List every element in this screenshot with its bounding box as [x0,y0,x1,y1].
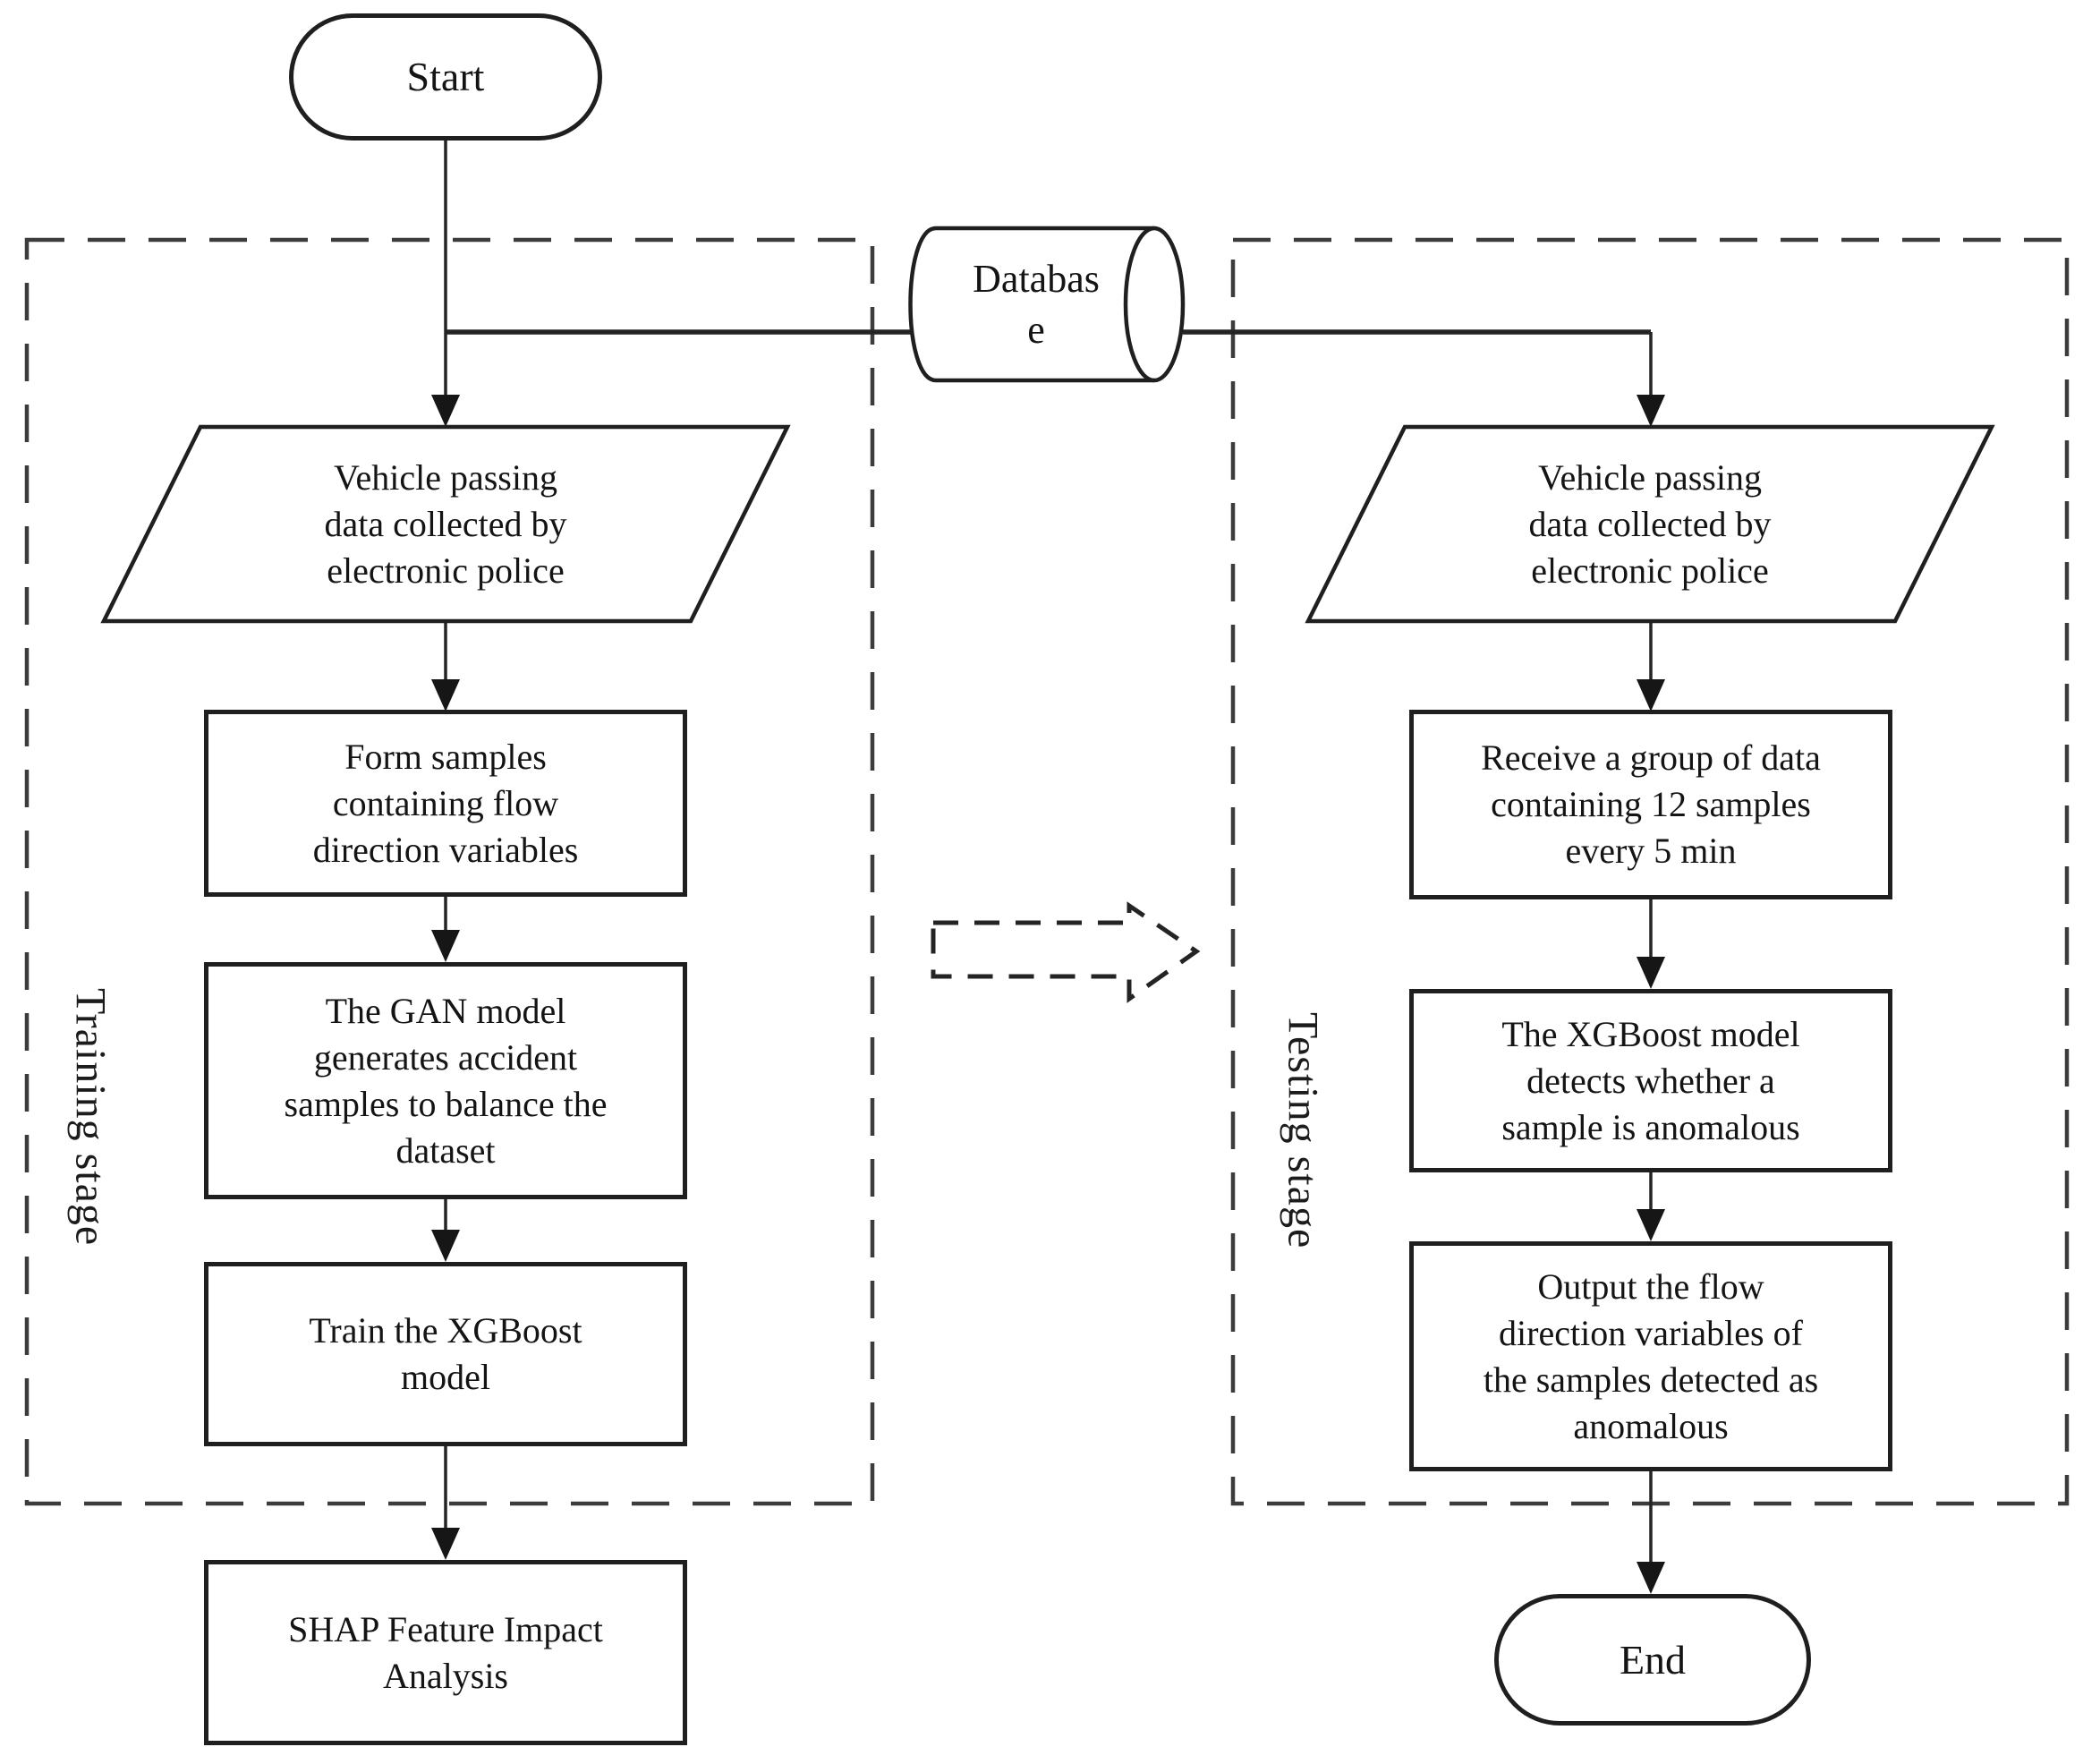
arrowhead-detect [1637,957,1665,989]
shap-node: SHAP Feature Impact Analysis [204,1560,687,1745]
form-samples-node: Form samples containing flow direction v… [204,710,687,897]
arrowhead-gan [431,930,460,962]
end-label: End [1619,1636,1687,1683]
arrowhead-receive [1637,679,1665,712]
receive-node: Receive a group of data containing 12 sa… [1409,710,1892,899]
arrowhead-testing-input [1637,395,1665,427]
train-xgboost-label: Train the XGBoost model [309,1310,582,1397]
arrowhead-form-samples [431,679,460,712]
connector-lines [444,141,1653,1564]
training-input-node: Vehicle passing data collected by electr… [152,427,739,621]
training-input-parallelogram [100,424,791,624]
gan-label: The GAN model generates accident samples… [284,990,608,1171]
arrowhead-end [1637,1562,1665,1594]
end-node: End [1494,1594,1811,1726]
detect-label: The XGBoost model detects whether a samp… [1501,1013,1800,1147]
start-label: Start [406,54,485,100]
output-label: Output the flow direction variables of t… [1483,1265,1819,1446]
gan-node: The GAN model generates accident samples… [204,962,687,1199]
arrowhead-training-input [431,395,460,427]
training-input-label: Vehicle passing data collected by electr… [324,456,567,591]
testing-input-parallelogram [1305,424,1995,624]
database-cylinder-body [908,226,1186,383]
database-cylinder [908,226,1186,383]
arrowhead-output [1637,1209,1665,1241]
receive-label: Receive a group of data containing 12 sa… [1481,737,1821,871]
stage-transition-arrow [931,901,1201,1003]
training-stage-label: Training stage [66,987,115,1247]
testing-input-label: Vehicle passing data collected by electr… [1528,456,1772,591]
start-node: Start [289,13,602,141]
train-xgboost-node: Train the XGBoost model [204,1262,687,1446]
arrowhead-train-xgboost [431,1230,460,1262]
arrowheads [431,395,1665,1594]
detect-node: The XGBoost model detects whether a samp… [1409,989,1892,1172]
training-stage-frame [24,237,875,1506]
database-label: Databas e [973,256,1100,352]
shap-label: SHAP Feature Impact Analysis [288,1608,603,1696]
testing-stage-label: Testing stage [1279,1011,1327,1249]
database-cylinder-rim [1123,226,1155,383]
output-node: Output the flow direction variables of t… [1409,1241,1892,1471]
testing-input-node: Vehicle passing data collected by electr… [1356,427,1943,621]
arrowhead-shap [431,1528,460,1560]
form-samples-label: Form samples containing flow direction v… [312,736,579,870]
database-node: Databas e [923,226,1149,382]
